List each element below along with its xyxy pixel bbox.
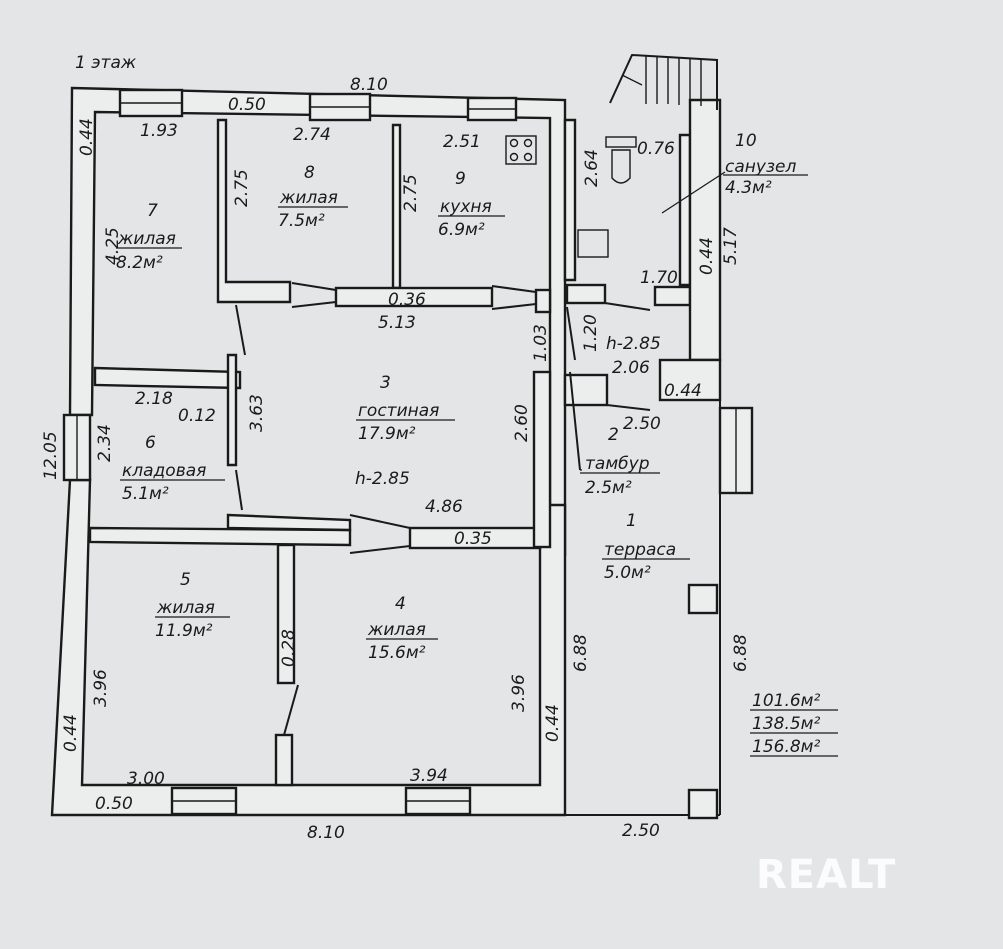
ceiling-height: h-2.85	[606, 334, 661, 354]
room-area: 7.5м²	[278, 211, 325, 231]
dimension-labels: 8.10 8.10 0.50 0.50 1.93 2.74 2.51 0.76 …	[41, 75, 751, 843]
room-name: терраса	[604, 540, 676, 560]
dim-label: 1.93	[140, 121, 178, 141]
room-name: санузел	[725, 157, 796, 177]
stove-icon	[505, 135, 537, 165]
dim-label: 3.96	[509, 674, 529, 712]
room-area: 6.9м²	[438, 220, 485, 240]
area-totals: 101.6м² 138.5м² 156.8м²	[750, 691, 838, 757]
dim-label: 0.50	[95, 794, 133, 814]
total-area: 156.8м²	[752, 737, 820, 757]
room-4: 4 жилая 15.6м²	[366, 594, 438, 663]
room-name: кладовая	[122, 461, 206, 481]
dim-top-total: 8.10	[350, 75, 388, 95]
total-area: 138.5м²	[752, 714, 820, 734]
dim-label: 4.86	[425, 497, 463, 517]
room-area: 5.1м²	[122, 484, 169, 504]
dim-label: 0.12	[178, 406, 216, 426]
dim-label: 3.63	[247, 394, 267, 432]
room-number: 10	[735, 131, 757, 151]
watermark-logo: REALT	[756, 852, 897, 898]
dim-label: 0.50	[228, 95, 266, 115]
room-number: 6	[145, 433, 156, 453]
dim-bottom-total: 8.10	[307, 823, 345, 843]
dim-label: 0.44	[77, 118, 97, 156]
dim-label: 3.00	[127, 769, 165, 789]
floor-label: 1 этаж	[75, 53, 137, 73]
doors	[235, 282, 651, 736]
dim-label: 6.88	[571, 634, 591, 672]
room-area: 5.0м²	[604, 563, 651, 583]
stairs	[609, 53, 718, 110]
terrace	[565, 100, 754, 820]
room-number: 9	[455, 169, 466, 189]
dim-label: 2.50	[622, 821, 660, 841]
dim-label: 5.17	[721, 227, 741, 265]
room-number: 5	[180, 570, 191, 590]
dim-label: 4.25	[103, 227, 123, 265]
dim-label: 0.35	[454, 529, 492, 549]
dim-label: 2.34	[95, 424, 115, 462]
dim-label: 1.70	[640, 268, 678, 288]
room-number: 7	[147, 201, 158, 221]
sink-icon	[577, 229, 609, 258]
room-terrace: 1 терраса 5.0м²	[602, 511, 690, 583]
dim-label: 0.44	[697, 237, 717, 275]
dim-label: 0.76	[637, 139, 675, 159]
room-number: 8	[304, 163, 315, 183]
total-area: 101.6м²	[752, 691, 820, 711]
room-storage: 6 кладовая 5.1м²	[120, 433, 225, 504]
ceiling-height: h-2.85	[355, 469, 410, 489]
room-name: жилая	[367, 620, 426, 640]
dim-label: 2.51	[443, 132, 481, 152]
room-area: 8.2м²	[116, 253, 163, 273]
dim-label: 2.64	[582, 149, 602, 187]
dim-label: 0.36	[388, 290, 426, 310]
dim-label: 2.50	[623, 414, 661, 434]
room-number: 4	[395, 594, 406, 614]
dim-label: 0.44	[664, 381, 702, 401]
room-area: 15.6м²	[368, 643, 426, 663]
room-living: 3 гостиная 17.9м²	[356, 373, 455, 444]
room-area: 4.3м²	[725, 178, 772, 198]
dim-label: 2.74	[293, 125, 331, 145]
outer-walls	[50, 86, 567, 817]
room-vestibule: 2 тамбур 2.5м²	[580, 425, 660, 498]
room-area: 2.5м²	[585, 478, 632, 498]
dim-label: 1.03	[531, 324, 551, 362]
dim-label: 3.94	[410, 766, 448, 786]
room-name: жилая	[156, 598, 215, 618]
dim-label: 1.20	[581, 314, 601, 352]
room-number: 3	[380, 373, 391, 393]
dim-label: 2.60	[512, 404, 532, 442]
room-name: кухня	[440, 197, 492, 217]
dim-label: 5.13	[378, 313, 416, 333]
dim-label: 0.44	[543, 704, 563, 742]
dim-label: 2.75	[401, 174, 421, 212]
toilet-icon	[605, 136, 637, 184]
room-7: 7 жилая 8.2м²	[116, 201, 182, 273]
room-8: 8 жилая 7.5м²	[278, 163, 348, 231]
room-area: 11.9м²	[155, 621, 213, 641]
room-name: тамбур	[585, 454, 650, 474]
dim-label: 0.28	[279, 629, 299, 667]
dim-label: 0.44	[61, 714, 81, 752]
dim-label: 2.06	[612, 358, 650, 378]
room-name: жилая	[117, 229, 176, 249]
room-name: гостиная	[358, 401, 439, 421]
dim-label: 2.18	[135, 389, 173, 409]
room-kitchen: 9 кухня 6.9м²	[438, 169, 505, 240]
room-bathroom: 10 санузел 4.3м²	[723, 131, 808, 198]
dim-label: 3.96	[91, 669, 111, 707]
dim-left-total: 12.05	[41, 431, 61, 480]
room-area: 17.9м²	[358, 424, 416, 444]
dim-label: 6.88	[731, 634, 751, 672]
room-5: 5 жилая 11.9м²	[155, 570, 230, 641]
interior-walls	[88, 98, 722, 787]
room-name: жилая	[279, 188, 338, 208]
room-number: 2	[608, 425, 619, 445]
room-number: 1	[626, 511, 637, 531]
dim-label: 2.75	[232, 169, 252, 207]
